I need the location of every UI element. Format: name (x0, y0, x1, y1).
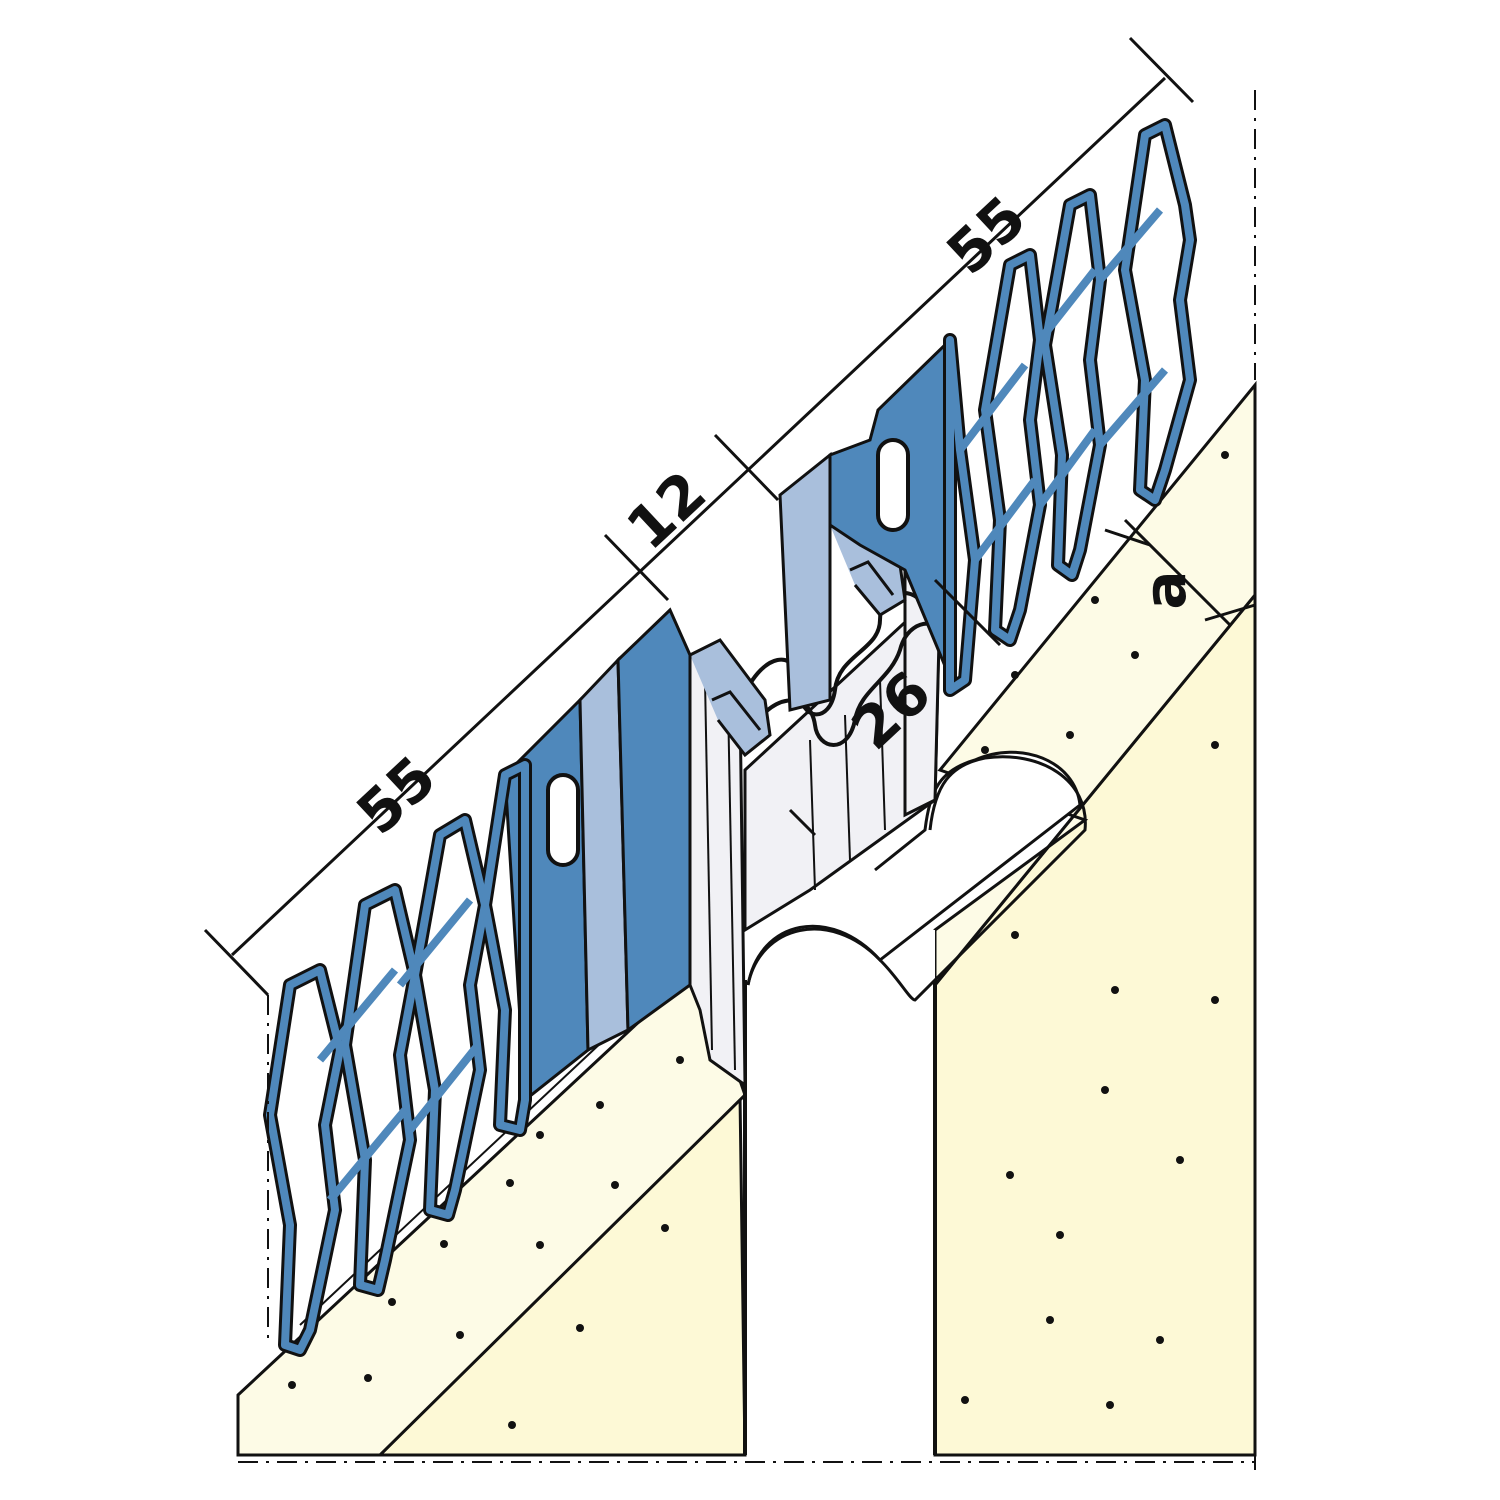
dimension-left-mesh-width: 55 (344, 743, 449, 848)
fixing-slot-left (546, 773, 580, 867)
dimension-lines (203, 36, 1256, 997)
dimension-right-mesh-width: 55 (934, 183, 1039, 288)
fixing-slot-right (876, 438, 910, 532)
clamp-clip-left (689, 638, 772, 758)
construction-lines (237, 90, 1256, 1470)
plaster-texture-dots (288, 451, 1229, 1429)
backer-rod (746, 750, 1087, 1002)
dimension-plaster-thickness: a (1131, 570, 1199, 609)
expanded-mesh-left-blue (266, 761, 529, 1354)
expanded-mesh-right-blue (946, 121, 1194, 694)
joint-gap (743, 930, 937, 1455)
dimension-joint-width: 12 (614, 458, 719, 563)
